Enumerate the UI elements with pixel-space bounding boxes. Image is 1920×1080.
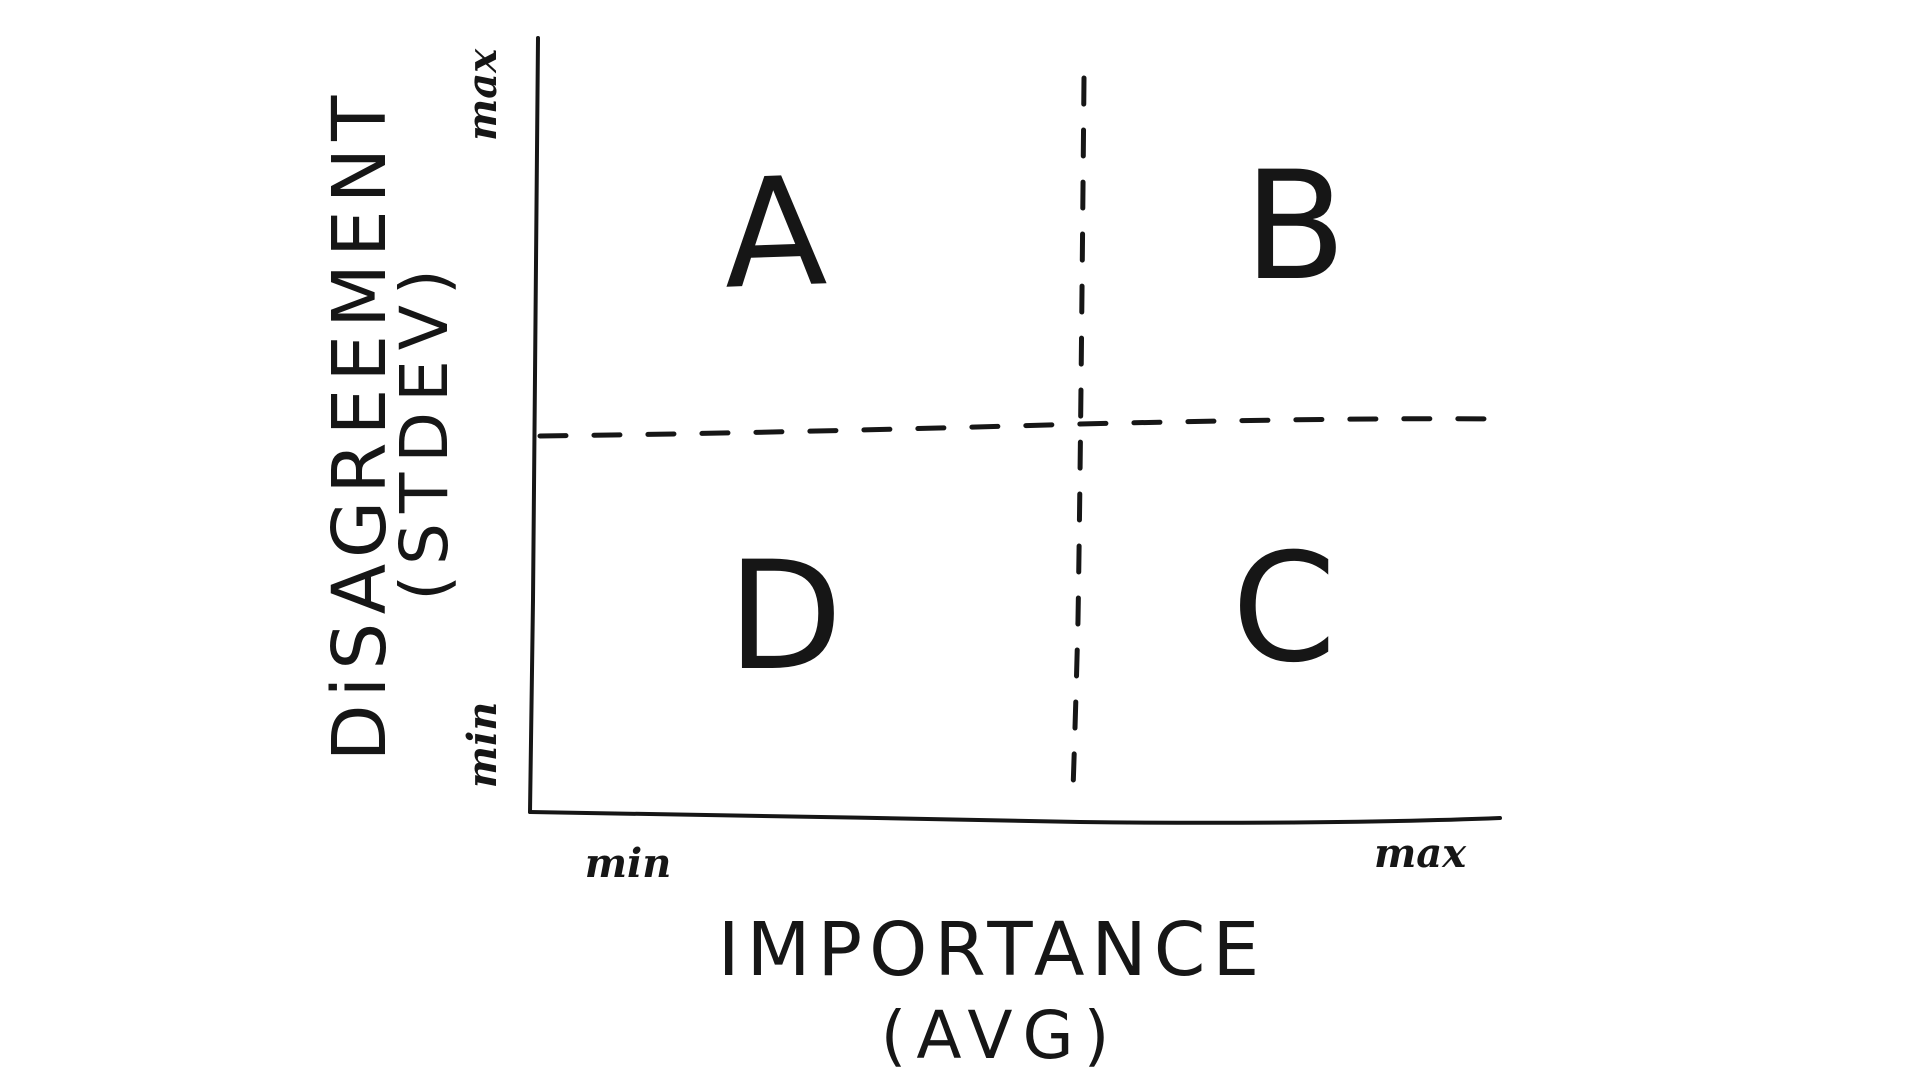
x-axis-max-label: max [1374, 830, 1467, 877]
quadrant-c-label: C [1232, 522, 1337, 696]
x-axis-line [528, 810, 1502, 825]
y-axis-title: DiSAGREEMENT [317, 89, 403, 762]
y-axis-line [528, 36, 540, 814]
y-axis-max-label: max [459, 48, 506, 141]
quadrant-d-label: D [727, 530, 843, 704]
quadrant-a-label: A [720, 145, 829, 322]
x-axis-subtitle: (AVG) [881, 997, 1120, 1074]
horizontal-divider [537, 416, 1503, 439]
quadrant-b-label: B [1244, 140, 1347, 314]
y-axis-min-label: min [459, 702, 506, 789]
y-axis-subtitle: (STDEV) [386, 259, 463, 600]
vertical-divider [1070, 75, 1087, 793]
x-axis-min-label: min [585, 840, 672, 887]
x-axis-title: IMPORTANCE [718, 907, 1266, 993]
